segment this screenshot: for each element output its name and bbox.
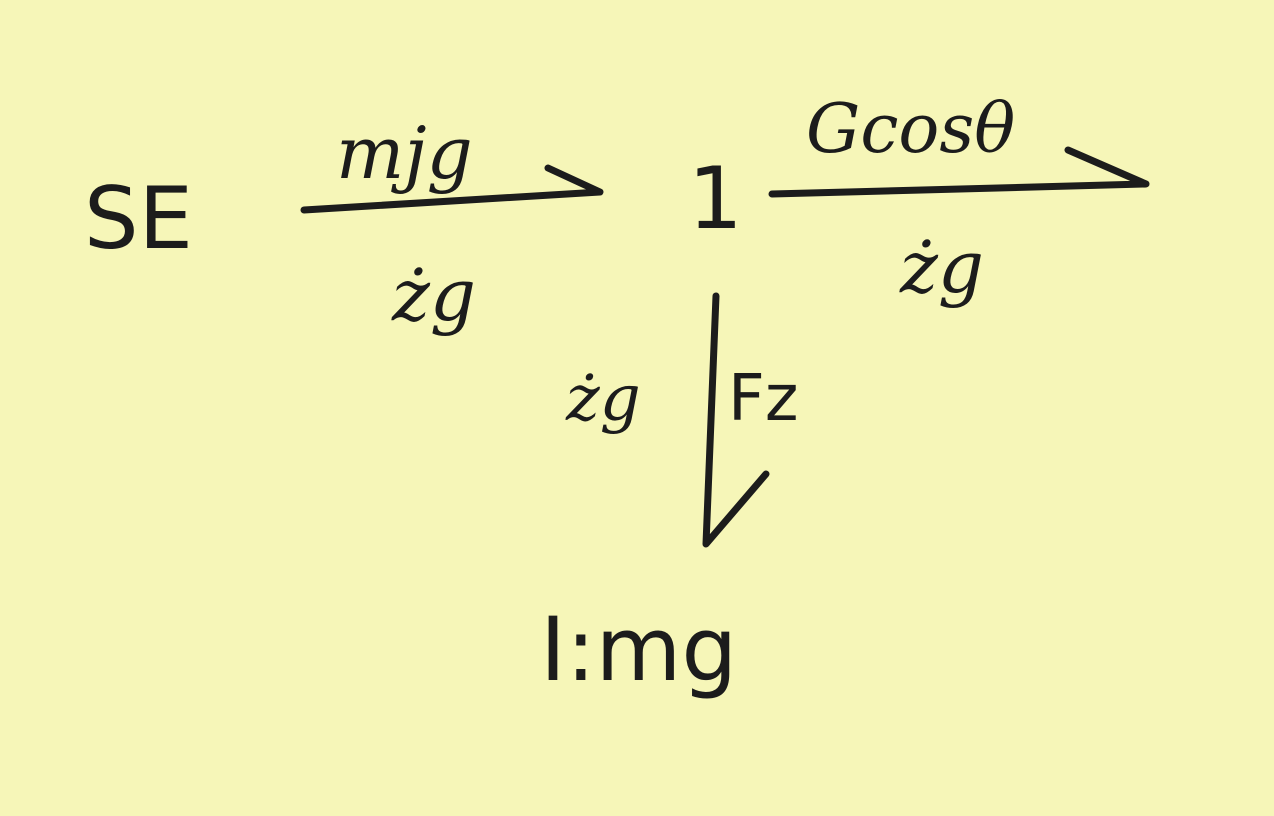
bond-se-to-junction bbox=[300, 164, 604, 214]
inertia-element-label: I:mg bbox=[540, 598, 737, 701]
bond-se-effort-label: mjg bbox=[336, 111, 473, 195]
bond-down-flow-label: żg bbox=[565, 362, 641, 436]
one-junction: 1 bbox=[688, 149, 743, 249]
bond-se-flow-label: żg bbox=[391, 253, 476, 337]
bond-right-flow-label: żg bbox=[899, 225, 984, 309]
bond-down-effort-label: Fz bbox=[728, 362, 798, 436]
bond-junction-to-inertia bbox=[702, 292, 770, 548]
bond-junction-to-right bbox=[768, 146, 1150, 198]
source-effort-label: SE bbox=[84, 169, 193, 269]
bond-right-effort-label: Gcosθ bbox=[806, 90, 1015, 169]
